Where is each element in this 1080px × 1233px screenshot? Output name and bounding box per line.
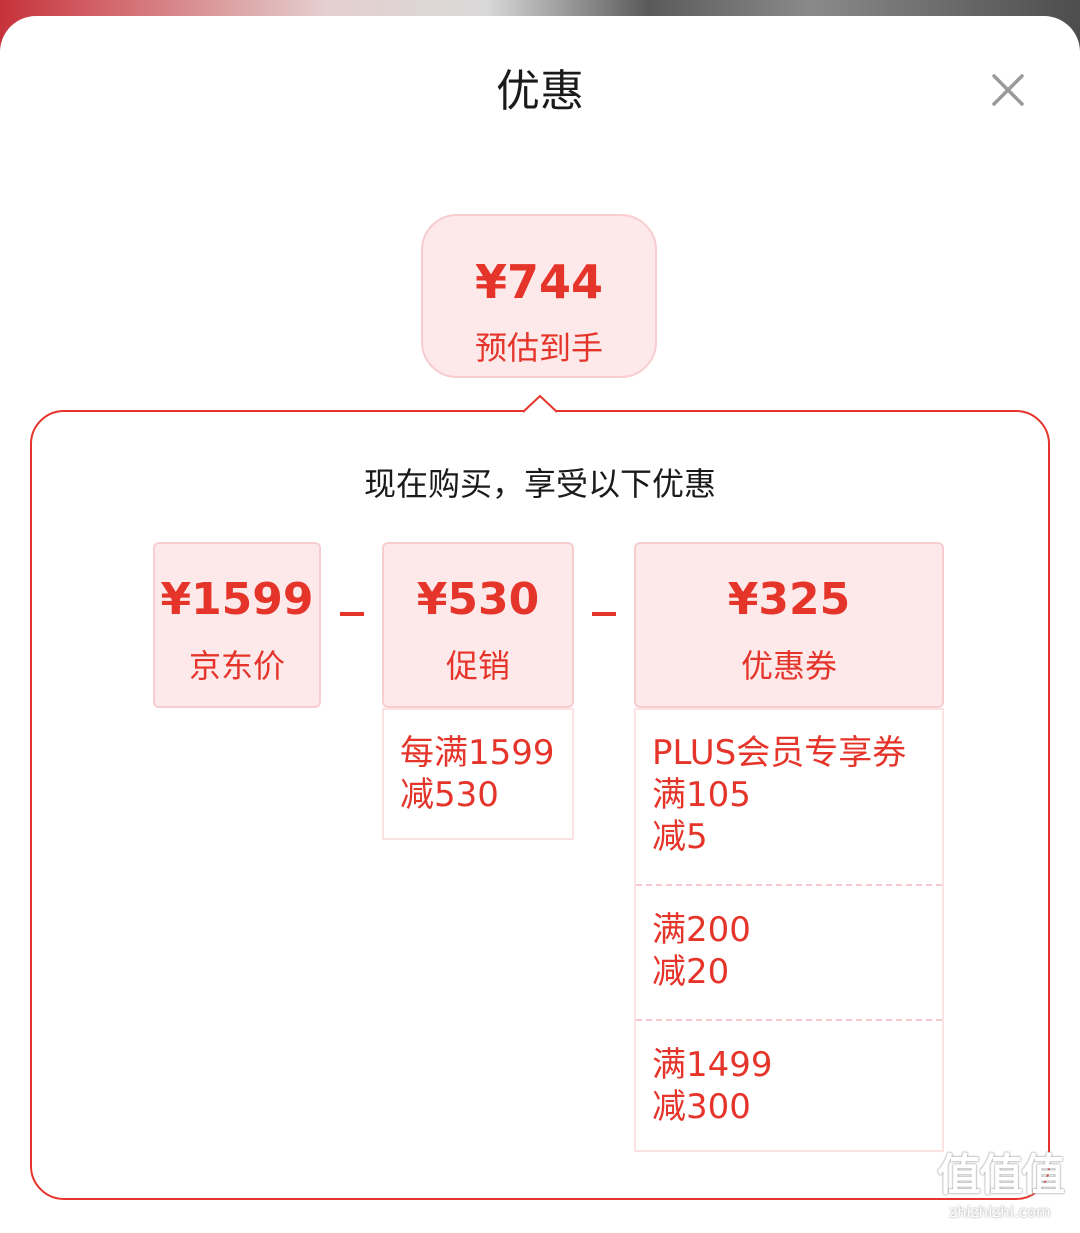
panel-heading: 现在购买，享受以下优惠 xyxy=(363,465,716,503)
coupon-box: ¥325 优惠券 xyxy=(634,542,944,708)
coupon-amount: ¥325 xyxy=(727,574,851,625)
promotion-detail xyxy=(382,708,574,840)
coupon-label: 优惠券 xyxy=(740,647,837,685)
watermark-logo: 值值值 xyxy=(937,1150,1065,1201)
coupon-1-line3: 减5 xyxy=(652,817,708,857)
coupon-divider xyxy=(636,884,942,886)
coupon-detail xyxy=(634,708,944,1152)
sheet-title: 优惠 xyxy=(496,66,584,117)
coupon-3-line2: 减300 xyxy=(652,1087,751,1127)
jd-price-amount: ¥1599 xyxy=(160,574,314,625)
promotion-label: 促销 xyxy=(445,647,510,685)
promotion-rule-line1: 每满1599 xyxy=(400,733,555,773)
promotion-box: ¥530 促销 xyxy=(382,542,574,708)
close-button[interactable] xyxy=(984,66,1032,114)
panel-pointer xyxy=(511,394,569,413)
coupon-1-line1: PLUS会员专享券 xyxy=(652,733,907,773)
close-icon xyxy=(992,74,1024,106)
coupon-3-line1: 满1499 xyxy=(652,1045,773,1085)
site-watermark: 值值值 zhizhizhi.com xyxy=(930,1150,1070,1230)
minus-sign xyxy=(340,612,364,616)
watermark-url: zhizhizhi.com xyxy=(949,1203,1051,1221)
coupon-1-line2: 满105 xyxy=(652,775,751,815)
estimated-price: ¥744 xyxy=(474,255,604,309)
jd-price-box: ¥1599 京东价 xyxy=(153,542,321,708)
coupon-2-line1: 满200 xyxy=(652,910,751,950)
estimated-price-bubble: ¥744 预估到手 xyxy=(421,214,657,378)
jd-price-label: 京东价 xyxy=(188,647,285,685)
estimated-price-label: 预估到手 xyxy=(474,329,603,367)
coupon-divider xyxy=(636,1019,942,1021)
promotion-amount: ¥530 xyxy=(416,574,540,625)
coupon-2-line2: 减20 xyxy=(652,952,730,992)
promotion-rule-line2: 减530 xyxy=(400,775,499,815)
minus-sign xyxy=(592,612,616,616)
